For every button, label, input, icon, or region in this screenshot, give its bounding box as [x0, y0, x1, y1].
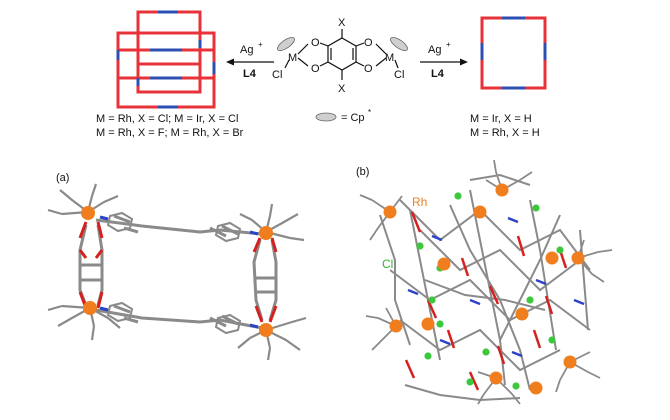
panel-b-metal-atom — [473, 205, 487, 219]
right-arrow-reagent-sup: + — [446, 40, 451, 49]
panel-b-interlocked-structure — [359, 159, 613, 405]
panel-b-chlorine-atom — [532, 204, 540, 212]
metallarectangle-schematic — [480, 16, 547, 90]
panel-b-metal-atom — [545, 251, 559, 265]
panel-a-molecular-rectangle — [47, 183, 307, 361]
complex-metal-left: M — [288, 52, 297, 64]
panel-b-chlorine-atom — [482, 348, 490, 356]
panel-a-metal-atom — [259, 323, 273, 337]
panel-b-metal-atom — [529, 381, 543, 395]
cp-star-left-icon — [277, 36, 295, 52]
left-arrow-reagent-bottom: L4 — [243, 68, 257, 80]
panel-b-metal-atom — [383, 205, 397, 219]
panel-b-metal-atom — [389, 319, 403, 333]
right-arrow-reagent-bottom: L4 — [431, 68, 445, 80]
panel-b-metal-atom — [563, 355, 577, 369]
panel-a-label: (a) — [56, 172, 69, 184]
complex-metal-right: M — [385, 52, 394, 64]
rectangle-caption-line-1: M = Ir, X = H — [470, 113, 532, 125]
panel-b-metal-atom — [515, 307, 529, 321]
complex-o-2: O — [311, 63, 320, 75]
panel-b-chlorine-atom — [424, 352, 432, 360]
right-arrow-reagent-top: Ag — [428, 44, 441, 56]
dinuclear-complex-structure — [284, 29, 399, 80]
cp-legend-text: = Cp — [341, 112, 365, 124]
left-arrow-reagent-top: Ag — [240, 44, 253, 56]
complex-x-bottom: X — [338, 83, 346, 95]
panel-b-chlorine-atom — [454, 192, 462, 200]
panel-b-metal-atom — [437, 257, 451, 271]
catenane-schematic — [116, 10, 216, 109]
catenane-caption-line-2: M = Rh, X = F; M = Rh, X = Br — [96, 127, 244, 139]
complex-x-top: X — [338, 17, 346, 29]
panel-b-label: (b) — [356, 166, 369, 178]
panel-b-rh-label: Rh — [412, 195, 427, 209]
panel-b-chlorine-atom — [556, 246, 564, 254]
panel-b-metal-atom — [571, 251, 585, 265]
panel-b-chlorine-atom — [548, 336, 556, 344]
left-reaction-arrow: Ag + L4 — [226, 40, 274, 80]
panel-b-chlorine-atom — [466, 378, 474, 386]
cp-legend-sup: * — [368, 108, 371, 117]
panel-b-chlorine-atom — [436, 320, 444, 328]
panel-b-chlorine-atom — [512, 382, 520, 390]
catenane-caption-line-1: M = Rh, X = Cl; M = Ir, X = Cl — [96, 113, 239, 125]
cp-star-legend-icon — [315, 112, 337, 122]
complex-cl-right: Cl — [394, 69, 404, 81]
left-arrow-reagent-sup: + — [258, 40, 263, 49]
cp-star-right-icon — [390, 36, 408, 52]
right-reaction-arrow: Ag + L4 — [420, 40, 468, 80]
panel-a-metal-atom — [259, 226, 273, 240]
panel-b-chlorine-atom — [526, 296, 534, 304]
panel-b-metal-atom — [421, 317, 435, 331]
panel-b-cl-label: Cl — [382, 257, 393, 271]
complex-o-1: O — [311, 37, 320, 49]
rectangle-caption-line-2: M = Rh, X = H — [470, 127, 540, 139]
panel-b-chlorine-atom — [428, 296, 436, 304]
panel-b-chlorine-atom — [416, 242, 424, 250]
panel-a-metal-atom — [81, 206, 95, 220]
complex-o-3: O — [364, 37, 373, 49]
complex-o-4: O — [364, 63, 373, 75]
complex-cl-left: Cl — [272, 69, 282, 81]
panel-b-metal-atom — [489, 371, 503, 385]
panel-b-metal-atom — [495, 183, 509, 197]
panel-a-metal-atom — [83, 301, 97, 315]
